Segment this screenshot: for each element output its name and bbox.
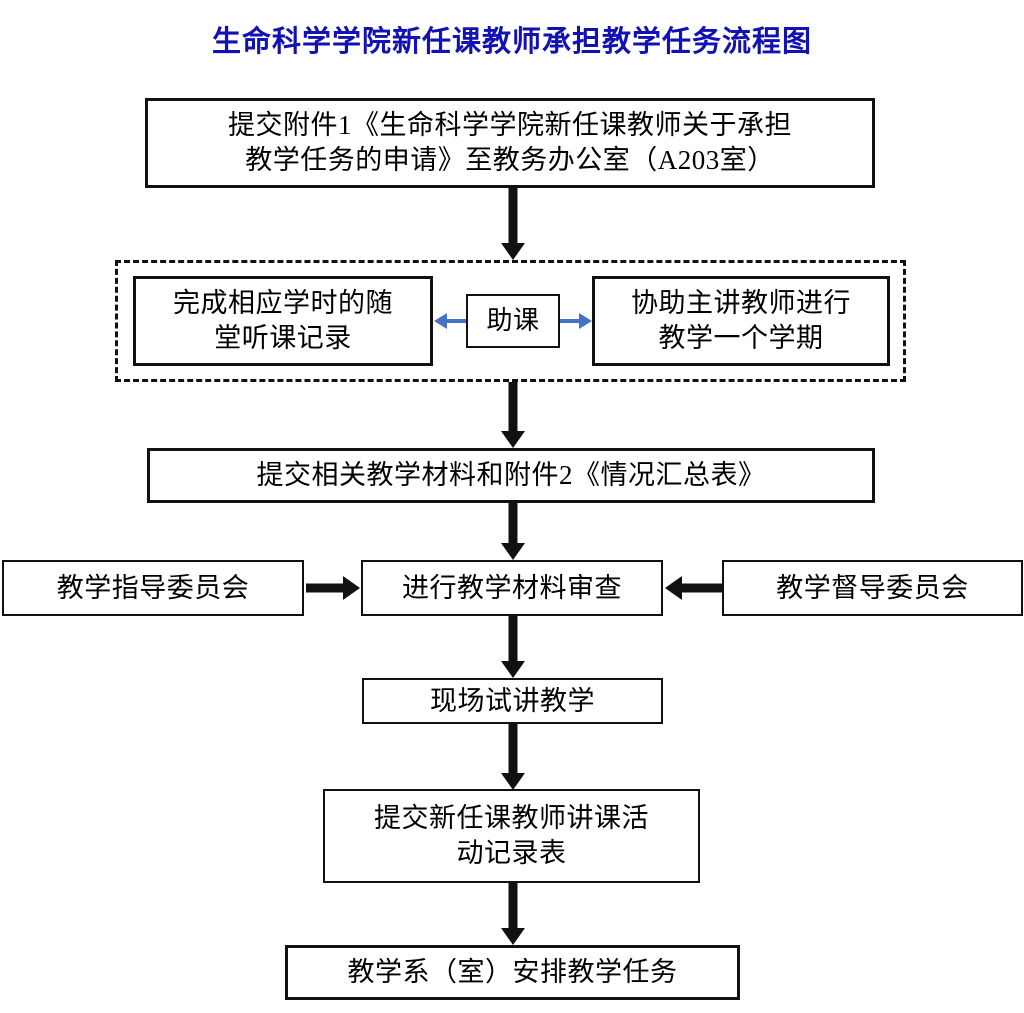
group-assist-phase [115, 260, 906, 382]
node-trial-lecture[interactable]: 现场试讲教学 [362, 678, 663, 724]
node-submit-record-form-label: 提交新任课教师讲课活 动记录表 [374, 803, 649, 868]
arrow-stem [682, 583, 722, 593]
node-arrange-task[interactable]: 教学系（室）安排教学任务 [285, 945, 740, 1000]
arrow-head [343, 576, 360, 600]
arrow-head [501, 431, 525, 448]
arrow-stem [508, 616, 518, 661]
node-guidance-committee-label: 教学指导委员会 [56, 572, 250, 603]
node-assist-teaching[interactable]: 协助主讲教师进行 教学一个学期 [592, 276, 890, 366]
node-submit-application-label: 提交附件1《生命科学学院新任课教师关于承担 教学任务的申请》至教务办公室（A20… [228, 110, 792, 175]
arrow-stem [508, 883, 518, 928]
node-submit-application[interactable]: 提交附件1《生命科学学院新任课教师关于承担 教学任务的申请》至教务办公室（A20… [145, 98, 875, 188]
arrow-head [665, 576, 682, 600]
node-listening-record[interactable]: 完成相应学时的随 堂听课记录 [133, 276, 433, 366]
arrow-head [579, 313, 592, 329]
arrow-stem [560, 319, 580, 323]
arrow-head [501, 661, 525, 678]
node-submit-materials[interactable]: 提交相关教学材料和附件2《情况汇总表》 [147, 448, 875, 503]
arrow-head [501, 243, 525, 260]
node-assist-teaching-label: 协助主讲教师进行 教学一个学期 [631, 288, 851, 353]
node-material-review-label: 进行教学材料审查 [402, 572, 622, 603]
node-assist-label[interactable]: 助课 [466, 294, 560, 348]
node-guidance-committee[interactable]: 教学指导委员会 [2, 560, 304, 616]
arrow-stem [508, 724, 518, 773]
page-title: 生命科学学院新任课教师承担教学任务流程图 [211, 26, 812, 58]
node-arrange-task-label: 教学系（室）安排教学任务 [347, 957, 678, 988]
node-listening-record-label: 完成相应学时的随 堂听课记录 [173, 288, 393, 353]
arrow-head [501, 928, 525, 945]
arrow-stem [446, 319, 466, 323]
node-assist-label-text: 助课 [486, 306, 540, 336]
arrow-stem [508, 188, 518, 243]
node-submit-materials-label: 提交相关教学材料和附件2《情况汇总表》 [256, 460, 766, 491]
node-trial-lecture-label: 现场试讲教学 [430, 685, 595, 716]
node-material-review[interactable]: 进行教学材料审查 [361, 560, 663, 616]
arrow-head [434, 313, 447, 329]
node-supervision-committee[interactable]: 教学督导委员会 [722, 560, 1023, 616]
arrow-stem [306, 583, 343, 593]
arrow-head [501, 543, 525, 560]
node-submit-record-form[interactable]: 提交新任课教师讲课活 动记录表 [323, 789, 700, 883]
arrow-stem [508, 503, 518, 543]
node-supervision-committee-label: 教学督导委员会 [776, 572, 969, 603]
arrow-stem [508, 382, 518, 431]
arrow-head [501, 773, 525, 790]
